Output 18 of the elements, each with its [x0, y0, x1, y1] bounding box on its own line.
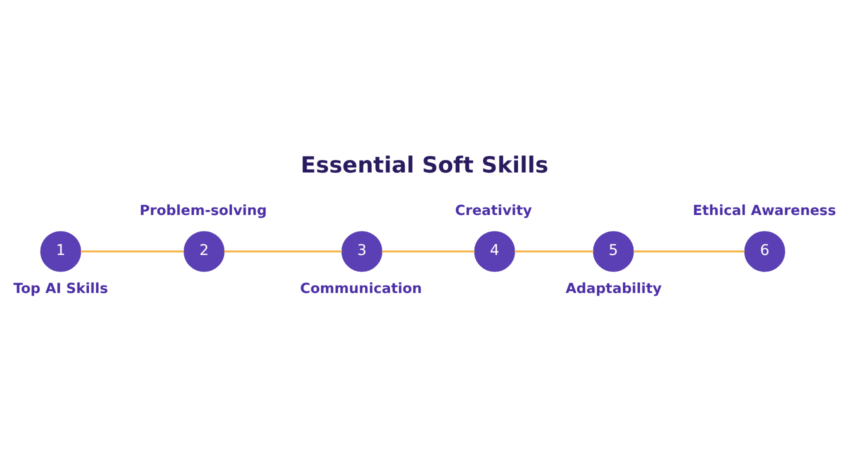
- node-label: Problem-solving: [140, 202, 267, 218]
- connector: [80, 250, 184, 252]
- connector: [382, 250, 475, 252]
- node-circle: 5: [593, 230, 634, 272]
- node-label: Communication: [300, 280, 422, 296]
- node-circle: 4: [474, 230, 516, 272]
- node-circle: 3: [341, 230, 382, 272]
- node-circle: 1: [40, 230, 82, 272]
- node-label: Top AI Skills: [13, 280, 108, 296]
- connector: [634, 250, 745, 252]
- node-circle: 6: [744, 230, 786, 272]
- node-circle: 2: [184, 230, 225, 272]
- diagram-title: Essential Soft Skills: [300, 152, 548, 178]
- connector: [224, 250, 342, 252]
- node-label: Creativity: [455, 202, 532, 218]
- node-label: Adaptability: [566, 280, 662, 296]
- node-label: Ethical Awareness: [692, 202, 836, 218]
- connector: [514, 250, 594, 252]
